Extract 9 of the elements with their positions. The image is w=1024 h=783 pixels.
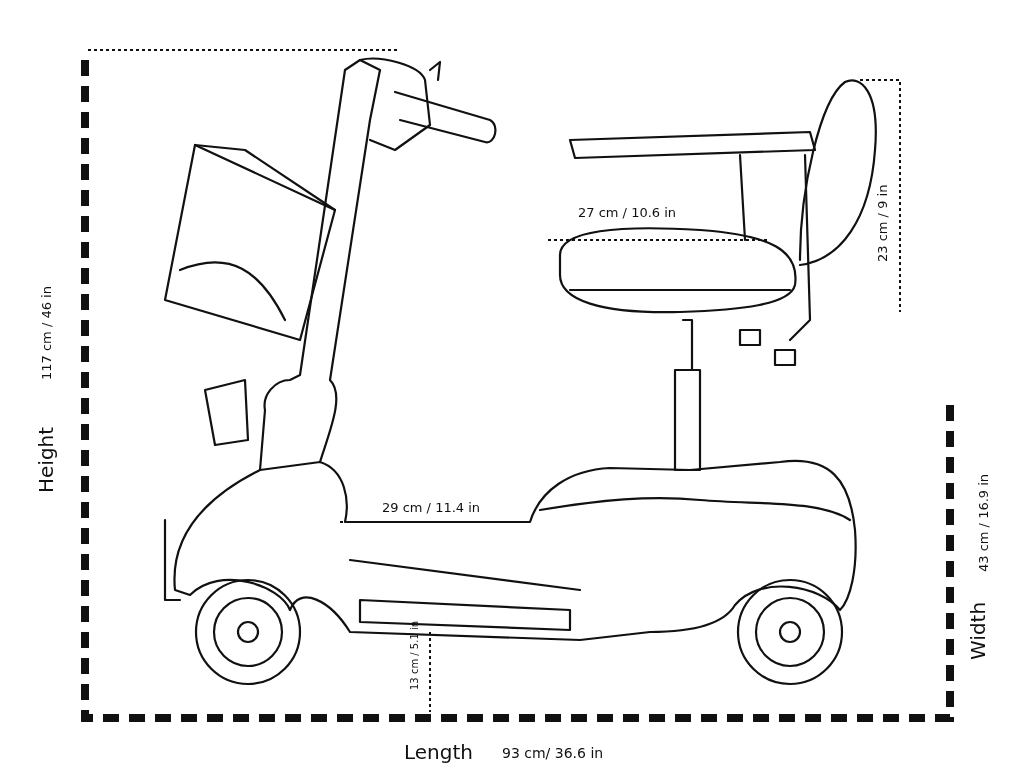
dimension-label: 29 cm / 11.4 in: [382, 501, 481, 514]
dimension-label: 93 cm/ 36.6 in: [502, 746, 604, 760]
axis-title: Length: [404, 742, 473, 762]
axis-title: Height: [36, 426, 56, 493]
dimension-label: 27 cm / 10.6 in: [578, 206, 677, 219]
dimension-label: 117 cm / 46 in: [40, 286, 53, 380]
dimension-label: 43 cm / 16.9 in: [977, 473, 990, 572]
axis-title: Width: [968, 601, 988, 660]
dimension-label: 23 cm / 9 in: [876, 184, 889, 262]
